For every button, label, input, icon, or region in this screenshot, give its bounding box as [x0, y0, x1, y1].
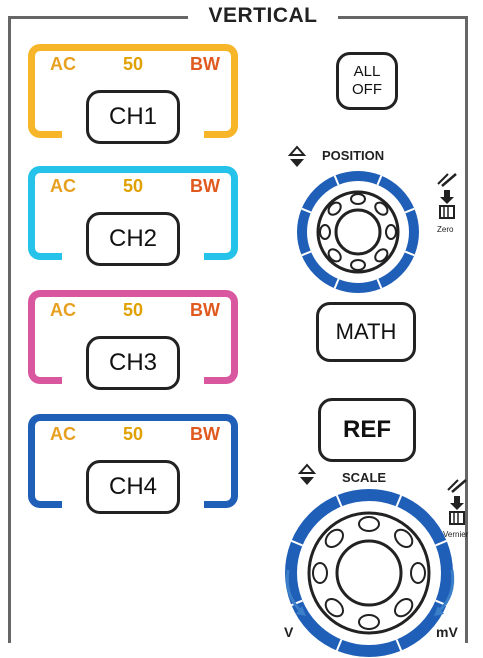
channel-2-bracket-right — [204, 224, 238, 260]
knob-grip — [319, 224, 331, 240]
scale-knob[interactable] — [284, 488, 454, 658]
knob-grip — [324, 598, 344, 618]
scale-volts-label: V — [284, 624, 294, 640]
ch2-button[interactable]: CH2 — [86, 212, 180, 266]
channel-3-bracket-left — [28, 348, 62, 384]
panel-frame-right — [465, 16, 468, 643]
all-off-label: ALL OFF — [352, 63, 382, 99]
channel-1-bw-indicator: BW — [190, 54, 220, 74]
all-off-label-line1: ALL — [353, 63, 381, 80]
rotate-left-arrow-icon — [285, 569, 306, 616]
position-push-icon — [437, 173, 457, 219]
channel-2-indicators: AC 50 BW — [50, 176, 220, 197]
knob-tick — [301, 207, 312, 214]
channel-2-group: AC 50 BW CH2 — [28, 158, 250, 266]
channel-1-bracket-right — [204, 102, 238, 138]
knob-grip — [394, 528, 414, 548]
knob-tick — [335, 495, 343, 507]
knob-grip — [350, 193, 366, 205]
knob-grip — [410, 562, 426, 584]
channel-1-50-indicator: 50 — [122, 54, 144, 74]
vertical-control-panel: VERTICAL AC 50 BW CH1 AC 50 BW CH2 AC 50 — [8, 4, 469, 657]
channel-1-bracket — [28, 44, 238, 108]
knob-grip — [358, 516, 380, 532]
knob-grip — [327, 248, 342, 263]
channel-2-bracket — [28, 166, 238, 230]
channel-3-50-indicator: 50 — [122, 300, 144, 320]
channel-1-bracket-left — [28, 102, 62, 138]
channel-2-ac-indicator: AC — [50, 176, 76, 196]
channel-4-bracket-right — [204, 472, 238, 508]
knob-tick — [395, 495, 403, 507]
knob-grip — [394, 598, 414, 618]
channel-1-group: AC 50 BW CH1 — [28, 36, 250, 144]
knob-grip — [312, 562, 328, 584]
panel-frame-top-left — [8, 16, 188, 19]
knob-tick — [404, 250, 415, 257]
panel-frame-left — [8, 16, 11, 643]
rotate-right-arrow-icon — [434, 569, 455, 616]
channel-2-50-indicator: 50 — [122, 176, 144, 196]
position-up-down-icon — [287, 145, 307, 167]
knob-tick — [301, 250, 312, 257]
channel-3-bracket-right — [204, 348, 238, 384]
knob-tick — [376, 278, 383, 289]
scale-push-label: Vernier — [443, 530, 469, 539]
knob-tick — [291, 539, 303, 547]
ch3-button[interactable]: CH3 — [86, 336, 180, 390]
ch1-button[interactable]: CH1 — [86, 90, 180, 144]
channel-3-indicators: AC 50 BW — [50, 300, 220, 321]
knob-tick — [404, 207, 415, 214]
math-button[interactable]: MATH — [316, 302, 416, 362]
panel-frame-top-right — [338, 16, 468, 19]
channel-4-bracket-left — [28, 472, 62, 508]
channel-3-bw-indicator: BW — [190, 300, 220, 320]
knob-tick — [376, 175, 383, 186]
channel-4-bw-indicator: BW — [190, 424, 220, 444]
panel-title: VERTICAL — [188, 4, 338, 28]
knob-grip — [327, 201, 342, 216]
knob-tick — [333, 278, 340, 289]
knob-grip — [324, 528, 344, 548]
knob-grip — [350, 259, 366, 271]
channel-3-ac-indicator: AC — [50, 300, 76, 320]
scale-millivolts-label: mV — [436, 624, 458, 640]
channel-3-bracket — [28, 290, 238, 354]
knob-grip — [358, 614, 380, 630]
channel-3-group: AC 50 BW CH3 — [28, 282, 250, 390]
knob-grip — [374, 201, 389, 216]
knob-grip — [374, 248, 389, 263]
ref-button[interactable]: REF — [318, 398, 416, 462]
channel-4-bracket — [28, 414, 238, 478]
channel-2-bracket-left — [28, 224, 62, 260]
position-push-label: Zero — [437, 225, 454, 234]
channel-4-indicators: AC 50 BW — [50, 424, 220, 445]
position-knob[interactable] — [296, 170, 420, 294]
knob-grip — [385, 224, 397, 240]
channel-4-group: AC 50 BW CH4 — [28, 406, 250, 514]
channel-4-ac-indicator: AC — [50, 424, 76, 444]
channel-1-ac-indicator: AC — [50, 54, 76, 74]
ch4-button[interactable]: CH4 — [86, 460, 180, 514]
channel-4-50-indicator: 50 — [122, 424, 144, 444]
scale-push-icon — [447, 479, 467, 525]
knob-tick — [435, 539, 447, 547]
channel-2-bw-indicator: BW — [190, 176, 220, 196]
knob-tick — [333, 175, 340, 186]
all-off-label-line2: OFF — [352, 81, 382, 98]
channel-1-indicators: AC 50 BW — [50, 54, 220, 75]
scale-knob-label: SCALE — [342, 470, 387, 485]
scale-up-down-icon — [297, 463, 317, 485]
all-off-button[interactable]: ALL OFF — [336, 52, 398, 110]
position-knob-label: POSITION — [322, 148, 385, 163]
